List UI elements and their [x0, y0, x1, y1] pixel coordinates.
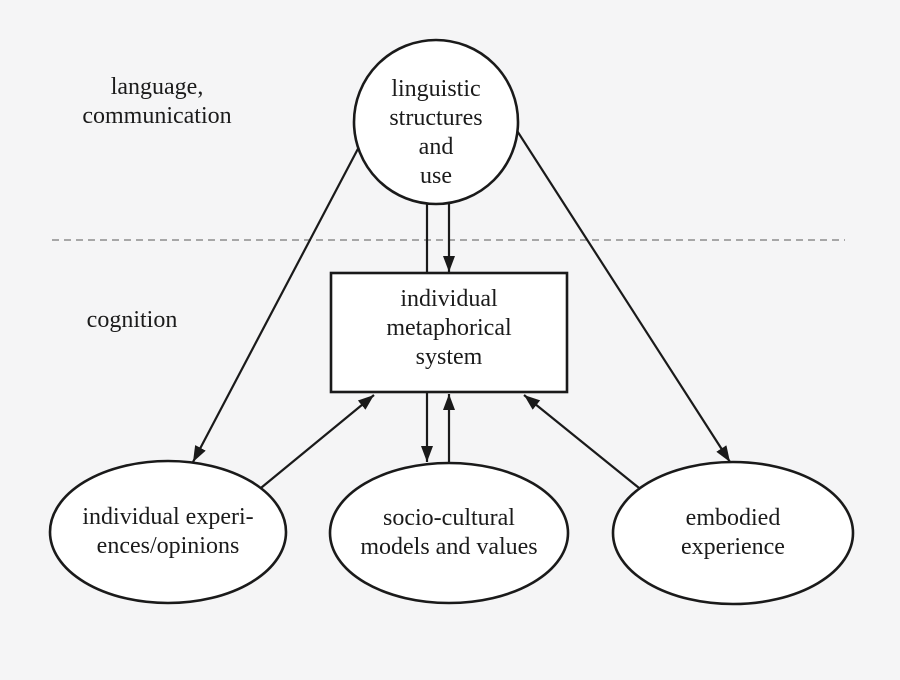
region-label-line: cognition: [86, 307, 178, 333]
node-label-individual-experiences: individual experi- ences/opinions: [50, 461, 286, 603]
node-label-line: embodied: [685, 505, 781, 531]
node-label-line: experience: [681, 534, 785, 560]
arrow-linguistic-to-embodied-experience: [513, 125, 731, 463]
node-label-socio-cultural: socio-cultural models and values: [330, 463, 568, 603]
arrow-individual-experiences-to-metaphorical-system: [255, 394, 375, 493]
region-label-cognition: cognition: [52, 306, 212, 335]
node-label-line: metaphorical: [386, 315, 512, 341]
node-linguistic-structures-shape: [352, 38, 520, 206]
arrow-linguistic-to-individual-experiences: [192, 142, 362, 463]
node-label-line: individual: [400, 286, 498, 312]
node-label-line: ences/opinions: [96, 533, 240, 559]
node-label-line: system: [415, 344, 483, 370]
node-individual-experiences-shape: [48, 459, 288, 605]
node-individual-metaphorical-system-shape: [329, 271, 569, 394]
node-label-line: and: [418, 134, 454, 160]
region-label-language-communication: language, communication: [47, 73, 267, 131]
node-label-line: use: [420, 163, 452, 189]
node-label-line: individual experi-: [82, 504, 254, 530]
node-label-line: socio-cultural: [383, 505, 515, 531]
region-label-line: communication: [82, 103, 232, 129]
node-embodied-experience-shape: [611, 460, 855, 606]
node-label-line: models and values: [360, 534, 538, 560]
node-label-individual-metaphorical-system: individual metaphorical system: [331, 269, 567, 388]
region-label-line: language,: [110, 74, 204, 100]
node-socio-cultural-shape: [328, 461, 570, 605]
arrow-embodied-experience-to-metaphorical-system: [523, 394, 645, 493]
node-label-embodied-experience: embodied experience: [613, 462, 853, 604]
node-label-line: structures: [389, 105, 483, 131]
node-label-linguistic-structures: linguistic structures and use: [354, 51, 518, 215]
node-label-line: linguistic: [391, 76, 481, 102]
